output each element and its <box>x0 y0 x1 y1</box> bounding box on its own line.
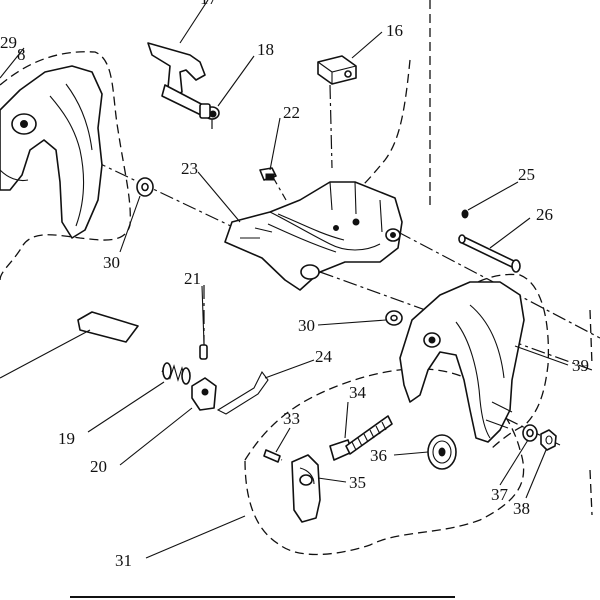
part-21-pin <box>199 344 208 360</box>
part-39-bracket-right <box>399 281 525 443</box>
centerline-16 <box>329 84 333 169</box>
part-22-bolt <box>259 167 277 181</box>
part-26-pin <box>458 234 521 273</box>
centerline-pin-26 <box>397 231 600 339</box>
part-23-bracket <box>224 181 403 291</box>
part-20-cam <box>191 377 217 411</box>
part-24-rod <box>216 370 269 415</box>
part-34-screw <box>329 415 393 461</box>
leader-lines <box>0 0 569 559</box>
callout-16: 16 <box>386 21 403 40</box>
callout-18: 18 <box>257 40 274 59</box>
callout-24: 24 <box>315 347 333 366</box>
flat-plate <box>77 311 139 343</box>
part-30-washer-right <box>385 310 403 326</box>
callout-20: 20 <box>90 457 107 476</box>
part-36-knob <box>427 434 457 470</box>
part-16-clip <box>317 55 357 85</box>
right-edge-dash <box>589 309 593 516</box>
callout-30-right: 30 <box>298 316 315 335</box>
part-30-washer-left <box>136 177 154 197</box>
callout-33: 33 <box>283 409 300 428</box>
callout-25: 25 <box>518 165 535 184</box>
callout-35: 35 <box>349 473 366 492</box>
part-19-spring <box>161 362 191 385</box>
part-37-washer <box>522 424 538 442</box>
callout-23: 23 <box>181 159 198 178</box>
callout-36: 36 <box>370 446 387 465</box>
callout-21: 21 <box>184 269 201 288</box>
callout-38: 38 <box>513 499 530 518</box>
callout-labels: 17 18 16 29 8 22 23 25 26 30 21 30 24 39… <box>0 0 589 570</box>
part-17-lever <box>147 42 206 117</box>
callout-39: 39 <box>572 356 589 375</box>
part-33-pin <box>263 449 281 463</box>
callout-8: 8 <box>17 45 26 64</box>
callout-29: 29 <box>0 33 17 52</box>
callout-37: 37 <box>491 485 509 504</box>
part-25-pin <box>461 209 469 219</box>
callout-22: 22 <box>283 103 300 122</box>
part-38-nut <box>540 429 557 451</box>
part-18-bolt <box>199 103 220 120</box>
callout-26: 26 <box>536 205 553 224</box>
top-left-group-outline <box>0 51 131 281</box>
bottom-group-outline <box>244 368 525 556</box>
callout-19: 19 <box>58 429 75 448</box>
callout-17: 17 <box>200 0 218 8</box>
callout-31: 31 <box>115 551 132 570</box>
callout-34: 34 <box>349 383 367 402</box>
part-8-bracket-left <box>0 65 103 239</box>
callout-30-left: 30 <box>103 253 120 272</box>
part-35-lever-block <box>291 454 321 523</box>
